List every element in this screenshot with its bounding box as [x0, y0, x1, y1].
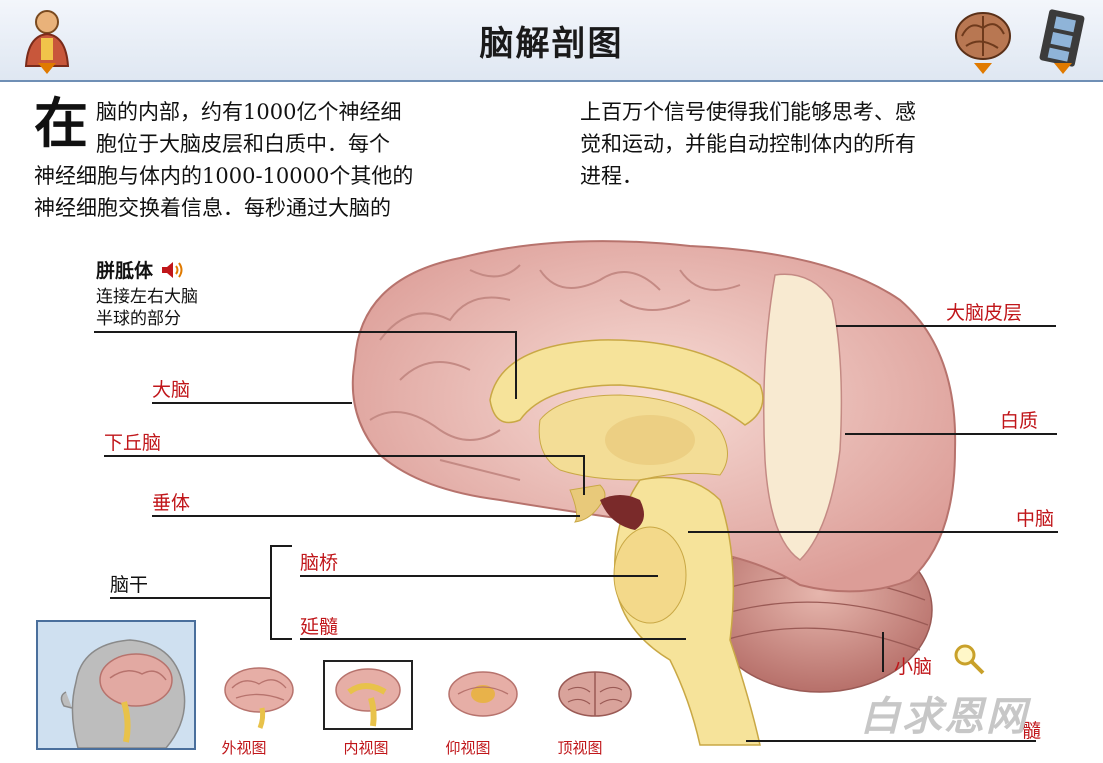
leader-line — [515, 331, 517, 399]
medulla-label[interactable]: 延髓 — [300, 612, 338, 639]
inferior-view-thumb[interactable] — [438, 660, 528, 730]
leader-line — [583, 455, 585, 495]
speaker-icon[interactable] — [160, 260, 186, 280]
bracket-line — [270, 545, 272, 639]
leader-line — [688, 531, 1058, 533]
brainstem-label[interactable]: 脑干 — [110, 570, 148, 597]
brain-external-icon — [214, 660, 304, 730]
leader-line — [845, 433, 1057, 435]
inferior-view-label[interactable]: 仰视图 — [418, 737, 518, 758]
pons-label[interactable]: 脑桥 — [300, 548, 338, 575]
internal-view-label[interactable]: 内视图 — [316, 737, 416, 758]
leader-line — [104, 455, 584, 457]
leader-line — [110, 597, 270, 599]
bracket-line — [270, 545, 292, 547]
leader-line — [300, 575, 658, 577]
cortex-label[interactable]: 大脑皮层 — [946, 298, 1022, 325]
head-thumbnail[interactable] — [36, 620, 196, 750]
superior-view-label[interactable]: 顶视图 — [530, 737, 630, 758]
brain-internal-icon — [325, 662, 411, 728]
hypothalamus-label[interactable]: 下丘脑 — [104, 428, 161, 455]
leader-line — [300, 638, 686, 640]
external-view-label[interactable]: 外视图 — [194, 737, 294, 758]
head-profile-icon — [38, 622, 194, 748]
superior-view-thumb[interactable] — [550, 660, 640, 730]
external-view-thumb[interactable] — [214, 660, 304, 730]
corpus-callosum-desc-2: 半球的部分 — [96, 304, 181, 329]
corpus-callosum-label[interactable]: 胼胝体 — [96, 256, 186, 283]
leader-line — [152, 402, 352, 404]
leader-line — [152, 515, 580, 517]
pituitary-label[interactable]: 垂体 — [152, 488, 190, 515]
leader-line — [836, 325, 1056, 327]
magnifier-icon[interactable] — [952, 642, 986, 676]
corpus-callosum-name: 胼胝体 — [96, 260, 153, 282]
white-matter-label[interactable]: 白质 — [1000, 406, 1038, 433]
watermark: 白求恩网 — [860, 684, 1028, 742]
brain-inferior-icon — [438, 660, 528, 730]
cerebrum-label[interactable]: 大脑 — [152, 375, 190, 402]
leader-line — [94, 331, 516, 333]
brain-superior-icon — [550, 660, 640, 730]
midbrain-label[interactable]: 中脑 — [1016, 504, 1054, 531]
leader-line — [882, 632, 884, 672]
bracket-line — [270, 638, 292, 640]
cerebellum-label[interactable]: 小脑 — [894, 652, 932, 679]
internal-view-thumb-selected[interactable] — [323, 660, 413, 730]
